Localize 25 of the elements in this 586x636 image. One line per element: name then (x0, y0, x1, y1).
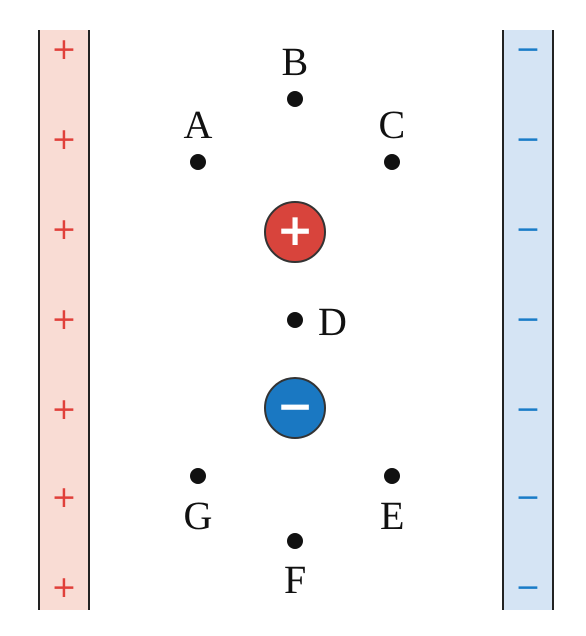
minus-sign: − (514, 125, 542, 155)
positive-charge: + (264, 201, 326, 263)
minus-sign: − (514, 483, 542, 513)
positive-plate (38, 30, 90, 610)
plus-sign: + (50, 395, 78, 425)
negative-plate (502, 30, 554, 610)
minus-sign: − (514, 35, 542, 65)
plus-sign: + (50, 483, 78, 513)
point-label: D (318, 302, 347, 342)
minus-sign: − (514, 395, 542, 425)
point-label: B (282, 42, 308, 82)
point-label: G (184, 496, 212, 536)
plus-sign: + (50, 215, 78, 245)
minus-sign: − (514, 305, 542, 335)
point-label: A (184, 105, 212, 145)
plus-sign: + (50, 125, 78, 155)
minus-sign: − (514, 573, 542, 603)
plus-sign: + (50, 35, 78, 65)
plus-sign: + (50, 305, 78, 335)
plus-sign: + (50, 573, 78, 603)
point-label: F (284, 560, 306, 600)
negative-charge: − (264, 377, 326, 439)
point-label: E (380, 496, 404, 536)
minus-sign: − (514, 215, 542, 245)
point-label: C (378, 105, 406, 145)
